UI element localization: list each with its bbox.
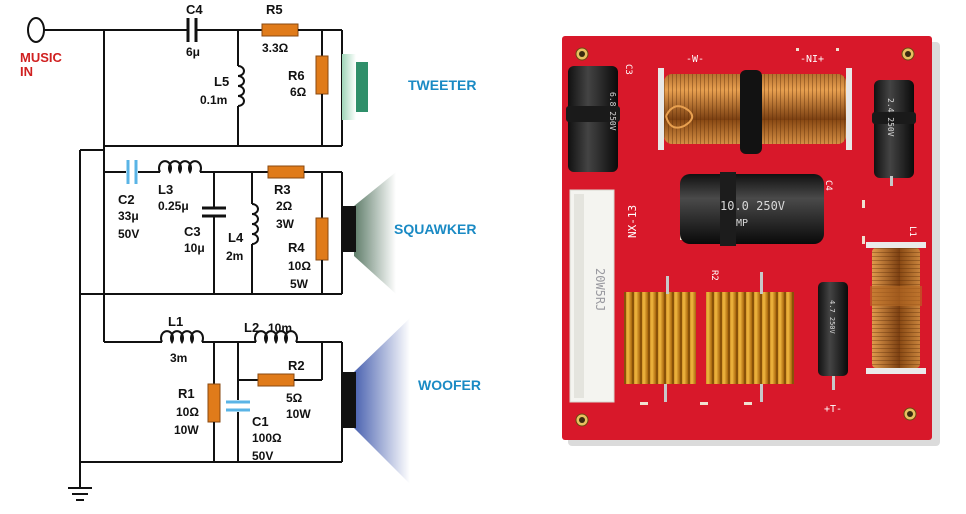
pcb-capacitor-right: 2.4 250V — [872, 80, 916, 186]
mounting-holes — [575, 47, 917, 427]
input-label-in: IN — [20, 64, 33, 79]
pcb-inductor-main — [658, 68, 852, 154]
inductor-l3 — [158, 160, 202, 175]
l4-name: L4 — [228, 230, 244, 245]
r1-name: R1 — [178, 386, 195, 401]
woofer-label: WOOFER — [418, 377, 481, 393]
pcb-capacitor-small: 4.7 250V — [818, 282, 848, 390]
pcb-board: -W- -NI+ +T- NX-13 C3 C4 L1 R2 6.8 250V — [562, 36, 940, 446]
r3-value: 2Ω — [276, 199, 293, 213]
pcb-mark-ni: -NI+ — [800, 54, 824, 65]
pcb-heatsink-resistors — [624, 272, 794, 402]
ground-symbol — [68, 470, 92, 501]
pcb-mark-t: +T- — [824, 404, 842, 415]
ceramic-resistor-text: 20W5RJ — [593, 268, 607, 311]
input-terminal — [27, 17, 45, 43]
c4-name: C4 — [186, 2, 203, 17]
c1-name: C1 — [252, 414, 269, 429]
schematic-labels: MUSIC IN C4 6μ R5 3.3Ω L5 0.1m R6 6Ω TWE… — [20, 2, 481, 463]
c2-rating: 50V — [118, 227, 139, 241]
cap-c4-print: 10.0 250V — [720, 199, 785, 213]
resistor-r3 — [267, 165, 305, 179]
r6-value: 6Ω — [290, 85, 307, 99]
pcb-capacitor-c3: 6.8 250V — [566, 66, 620, 172]
c2-value: 33μ — [118, 209, 139, 223]
capacitor-c4 — [186, 18, 198, 42]
pcb-capacitor-c4: 10.0 250V MP — [680, 172, 824, 246]
c1-value: 100Ω — [252, 431, 282, 445]
r1-value: 10Ω — [176, 405, 199, 419]
resistor-r2 — [257, 373, 295, 387]
cap-right-print: 2.4 250V — [886, 98, 895, 137]
r3-rating: 3W — [276, 217, 295, 231]
c1-rating: 50V — [252, 449, 273, 463]
tweeter-label: TWEETER — [408, 77, 476, 93]
r4-value: 10Ω — [288, 259, 311, 273]
pcb-mark-w: -W- — [686, 54, 704, 65]
resistor-r5 — [261, 23, 299, 37]
squawker-speaker — [342, 172, 396, 294]
c4-value: 6μ — [186, 45, 200, 59]
pcb-silk-c3: C3 — [623, 64, 633, 75]
r2-name: R2 — [288, 358, 305, 373]
pcb-inductor-l1 — [866, 242, 926, 374]
r5-value: 3.3Ω — [262, 41, 289, 55]
r1-rating: 10W — [174, 423, 199, 437]
tweeter-speaker — [342, 54, 368, 120]
r5-name: R5 — [266, 2, 283, 17]
c3-name: C3 — [184, 224, 201, 239]
l5-name: L5 — [214, 74, 229, 89]
capacitor-c1 — [226, 400, 250, 412]
inductor-l2 — [254, 330, 298, 345]
cap-small-print: 4.7 250V — [828, 300, 836, 335]
pcb-silk-c4: C4 — [823, 180, 833, 191]
inductor-l5 — [237, 65, 245, 107]
resistor-r1 — [207, 383, 221, 423]
resistor-r6 — [315, 55, 329, 95]
l4-value: 2m — [226, 249, 243, 263]
l1-name: L1 — [168, 314, 183, 329]
pcb-model: NX-13 — [626, 205, 639, 238]
l3-value: 0.25μ — [158, 199, 189, 213]
inductor-l1 — [160, 330, 204, 345]
capacitor-c2 — [126, 160, 138, 184]
inductor-l4 — [251, 203, 259, 245]
cap-c4-brand: MP — [736, 218, 748, 229]
cap-c3-print: 6.8 250V — [608, 92, 617, 131]
c3-value: 10μ — [184, 241, 205, 255]
r2-rating: 10W — [286, 407, 311, 421]
resistor-r4 — [315, 217, 329, 261]
woofer-speaker — [342, 318, 410, 484]
l2-value: 10m — [268, 321, 292, 335]
pcb-ceramic-resistor: 20W5RJ — [569, 189, 615, 403]
schematic — [27, 17, 410, 501]
capacitor-c3 — [202, 206, 226, 218]
input-label-music: MUSIC — [20, 50, 63, 65]
r4-rating: 5W — [290, 277, 309, 291]
r3-name: R3 — [274, 182, 291, 197]
l5-value: 0.1m — [200, 93, 227, 107]
l3-name: L3 — [158, 182, 173, 197]
r6-name: R6 — [288, 68, 305, 83]
squawker-label: SQUAWKER — [394, 221, 476, 237]
r2-value: 5Ω — [286, 391, 303, 405]
c2-name: C2 — [118, 192, 135, 207]
l2-name: L2 — [244, 320, 259, 335]
pcb-silk-l1: L1 — [907, 226, 917, 237]
l1-value: 3m — [170, 351, 187, 365]
r4-name: R4 — [288, 240, 305, 255]
pcb-silk-r2: R2 — [709, 270, 719, 281]
